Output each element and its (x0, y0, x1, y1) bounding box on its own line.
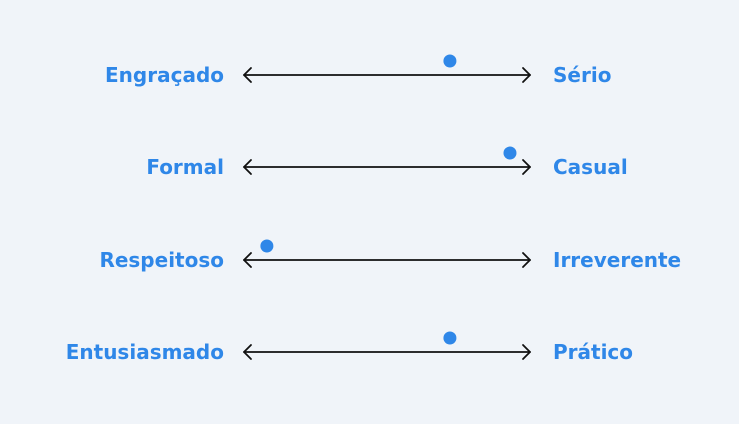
scale-track (243, 239, 531, 268)
scale-marker (503, 146, 517, 160)
scale-row: Respeitoso Irreverente (0, 239, 739, 280)
arrow-right-icon (522, 67, 531, 83)
arrow-left-icon (243, 159, 252, 175)
arrow-right-icon (522, 159, 531, 175)
scale-row: Entusiasmado Prático (0, 331, 739, 372)
scale-left-label: Respeitoso (99, 248, 224, 272)
scale-right-label: Prático (553, 340, 634, 364)
arrow-left-icon (243, 344, 252, 360)
scale-marker (260, 239, 274, 253)
scale-left-label: Formal (146, 155, 224, 179)
scale-track (243, 331, 531, 360)
scale-left-label: Engraçado (105, 63, 224, 87)
scale-right-label: Sério (553, 63, 612, 87)
arrow-left-icon (243, 67, 252, 83)
scale-right-label: Irreverente (553, 248, 682, 272)
scale-row: Engraçado Sério (0, 54, 739, 95)
scale-row: Formal Casual (0, 146, 739, 187)
arrow-right-icon (522, 344, 531, 360)
arrow-left-icon (243, 252, 252, 268)
scale-track (243, 146, 531, 175)
scale-marker (443, 331, 457, 345)
scale-track (243, 54, 531, 83)
arrow-right-icon (522, 252, 531, 268)
scale-right-label: Casual (553, 155, 628, 179)
scale-left-label: Entusiasmado (65, 340, 224, 364)
scale-marker (443, 54, 457, 68)
